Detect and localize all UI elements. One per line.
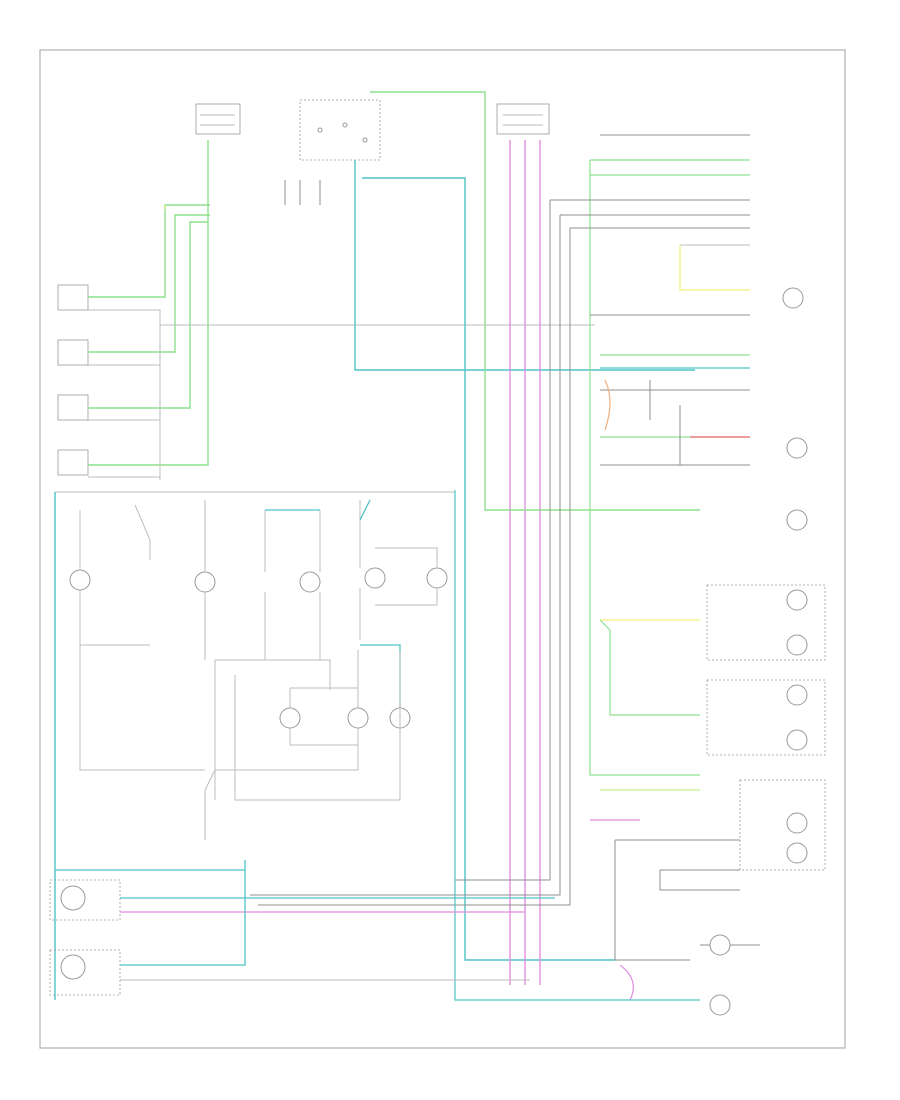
right-lamp-3-icon <box>786 509 808 531</box>
green-wires-left <box>88 140 210 466</box>
lamp-4-icon <box>364 567 386 589</box>
right-lamp-1-icon <box>782 287 804 309</box>
center-wire-bus <box>354 91 700 985</box>
lamp-6-icon <box>279 707 301 729</box>
bottom-left-components <box>49 860 555 996</box>
switch-assembly-top <box>299 99 381 161</box>
lamp-2-icon <box>194 571 216 593</box>
main-lamp-panel <box>54 491 456 1000</box>
switch-contacts-bottom <box>284 180 321 205</box>
sensor-2-icon <box>60 954 86 980</box>
diagram-border <box>39 49 846 1049</box>
right-lamp-4-icon <box>709 934 731 956</box>
right-lamps <box>709 287 808 1016</box>
lamp-7-icon <box>347 707 369 729</box>
fuse-block-right <box>496 103 550 135</box>
fuse-block-left <box>195 103 241 135</box>
right-cluster-boxes <box>706 584 826 871</box>
right-lamp-5-icon <box>709 994 731 1016</box>
gray-ground-left <box>88 309 595 480</box>
lamp-3-icon <box>299 571 321 593</box>
sensor-1-icon <box>60 885 86 911</box>
lamp-1-icon <box>69 569 91 591</box>
lamp-5-icon <box>426 567 448 589</box>
right-lamp-2-icon <box>786 437 808 459</box>
right-wire-bundle <box>250 134 760 1001</box>
left-side-connectors <box>57 284 89 476</box>
